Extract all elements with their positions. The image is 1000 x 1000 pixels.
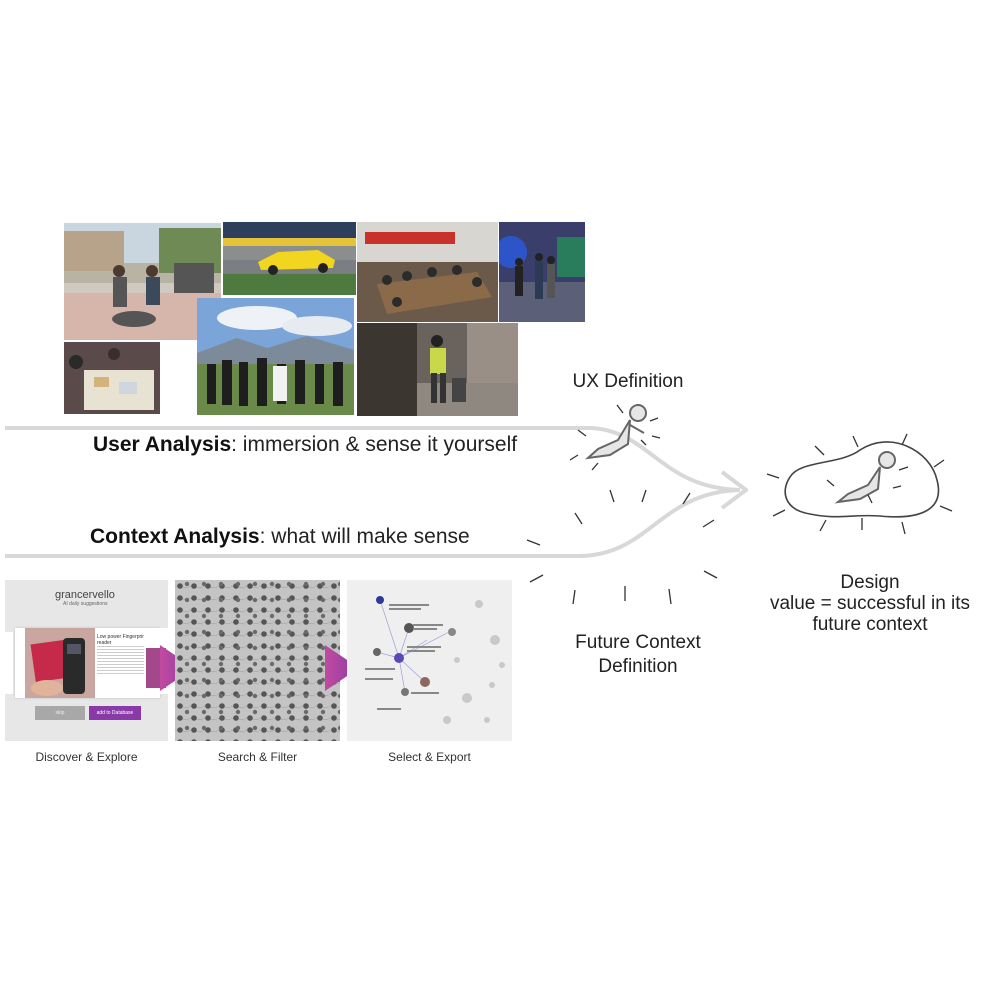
future-context-line-2: Definition (548, 655, 728, 679)
user-analysis-title: User Analysis (93, 433, 231, 456)
design-person-figure (838, 452, 895, 502)
app-subtitle: AI daily suggestions (63, 601, 107, 607)
photo-meeting-room (357, 222, 498, 322)
ux-person-figure (588, 405, 646, 458)
design-blob (785, 442, 938, 517)
search-filter-caption: Search & Filter (175, 750, 340, 764)
future-context-arrows (527, 490, 717, 604)
design-value-line-1: value = successful in its (745, 593, 995, 614)
photo-showroom (499, 222, 585, 322)
user-analysis-description: : immersion & sense it yourself (231, 433, 517, 456)
ux-definition-label: UX Definition (548, 370, 708, 394)
context-analysis-label: Context Analysis: what will make sense (90, 525, 470, 549)
design-title: Design (745, 572, 995, 593)
user-analysis-label: User Analysis: immersion & sense it your… (93, 433, 517, 457)
ux-small-arrows (570, 405, 660, 470)
add-to-database-button[interactable]: add to Database (89, 706, 141, 720)
left-card-peek (5, 632, 13, 694)
flow-arrowhead (722, 472, 746, 508)
photo-mountain-group (197, 298, 354, 415)
photo-delivery-worker (357, 323, 518, 416)
select-export-caption: Select & Export (347, 750, 512, 764)
app-name: grancervello (55, 589, 115, 601)
design-value-line-2: future context (745, 614, 995, 635)
card-reader-image (25, 628, 95, 698)
design-arrows (767, 434, 952, 534)
select-export-screenshot (347, 580, 512, 741)
search-filter-screenshot (175, 580, 340, 741)
photo-workshop-table (64, 342, 160, 414)
future-context-line-1: Future Context (548, 631, 728, 655)
suggestion-card: Low power Fingerprint reader (15, 628, 160, 698)
context-analysis-description: : what will make sense (260, 525, 470, 548)
photo-race-car (223, 222, 356, 295)
future-context-definition-label: Future Context Definition (548, 631, 728, 679)
discover-explore-caption: Discover & Explore (5, 750, 168, 764)
skip-button[interactable]: skip (35, 706, 85, 720)
design-label: Design value = successful in its future … (745, 572, 995, 635)
context-analysis-title: Context Analysis (90, 525, 260, 548)
